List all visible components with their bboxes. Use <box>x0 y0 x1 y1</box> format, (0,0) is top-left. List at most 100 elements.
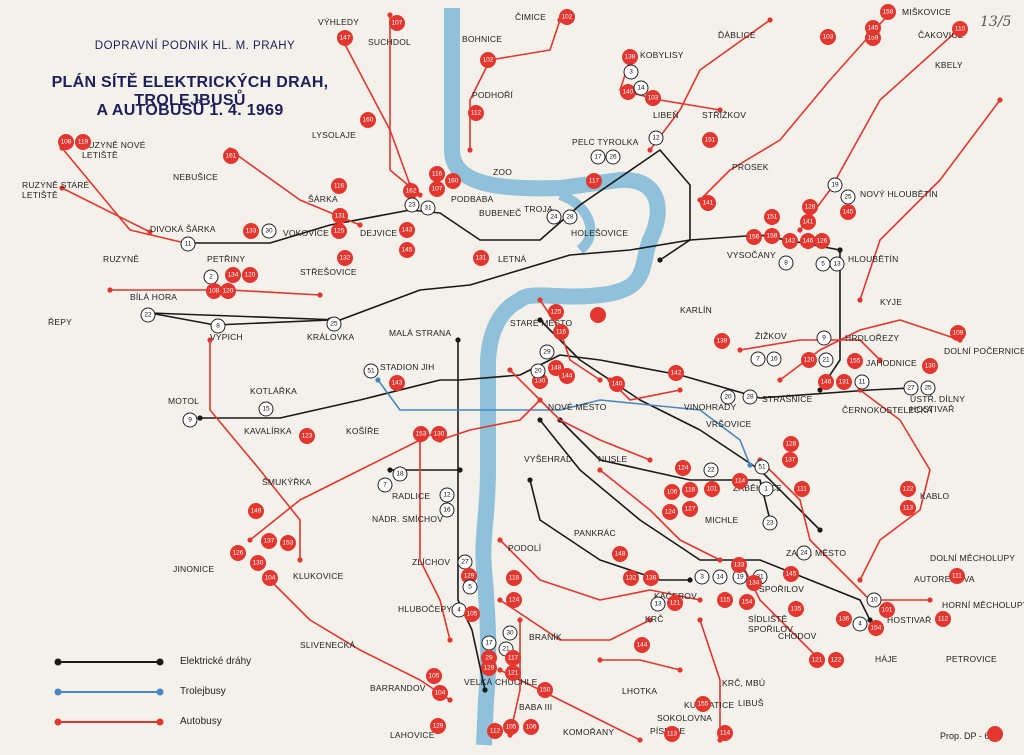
svg-text:154: 154 <box>871 625 882 632</box>
bus-line-badge: 106 <box>664 484 680 500</box>
tram-line <box>185 149 691 261</box>
place-label: NEBUŠICE <box>173 172 218 182</box>
svg-text:149: 149 <box>251 508 262 515</box>
svg-text:3: 3 <box>629 69 633 76</box>
svg-text:140: 140 <box>623 89 634 96</box>
svg-text:22: 22 <box>707 467 715 474</box>
bus-line-badge: 114 <box>732 473 748 489</box>
bus-line-badge: 114 <box>717 725 733 741</box>
svg-text:9: 9 <box>188 417 192 424</box>
tram-line-badge: 15 <box>258 401 274 417</box>
svg-text:25: 25 <box>330 321 338 328</box>
place-label: ZÁBĚHLICE <box>733 483 782 493</box>
bus-line-badge: 143 <box>399 222 415 238</box>
svg-text:124: 124 <box>665 509 676 516</box>
tram-line-badge: 4 <box>451 602 467 618</box>
bus-line-badge: 145 <box>840 204 856 220</box>
svg-text:144: 144 <box>562 373 573 380</box>
bus-line-badge: 128 <box>783 436 799 452</box>
place-label: STRAŠNICE <box>762 394 813 404</box>
place-label: SPOŘILOV <box>759 584 804 594</box>
tram-line-badge: 31 <box>420 200 436 216</box>
bus-line-badge: 119 <box>75 134 91 150</box>
place-label: DOLNÍ POČERNICE <box>944 346 1024 356</box>
bus-line-badge: 105 <box>503 719 519 735</box>
bus-line-badge: 144 <box>634 637 650 653</box>
bus-line-badge: 103 <box>645 90 661 106</box>
bus-line-badge: 120 <box>220 283 236 299</box>
svg-text:145: 145 <box>786 571 797 578</box>
legend <box>54 658 164 726</box>
bus-line-badge: 120 <box>801 352 817 368</box>
map-date-title: A AUTOBUSŮ 1. 4. 1969 <box>96 102 284 119</box>
bus-line-badge: 107 <box>429 181 445 197</box>
place-label: PODOLÍ <box>508 543 542 553</box>
tram-line-badge: 30 <box>502 625 518 641</box>
tram-line-badge: 28 <box>742 389 758 405</box>
tram-line-badge: 11 <box>854 374 870 390</box>
place-label: VRŠOVICE <box>706 419 752 429</box>
place-label: NOVÉ MĚSTO <box>548 402 607 412</box>
bus-line-badge: 122 <box>900 481 916 497</box>
tram-line-badge: 22 <box>703 462 719 478</box>
tram-line-badge: 3 <box>694 569 710 585</box>
bus-line-badge: 158 <box>880 4 896 20</box>
bus-line-badge: 137 <box>261 533 277 549</box>
svg-text:28: 28 <box>746 394 754 401</box>
svg-text:20: 20 <box>724 394 732 401</box>
svg-text:131: 131 <box>476 255 487 262</box>
trolleybus-line <box>377 379 751 466</box>
bus-line-badge: 128 <box>802 199 818 215</box>
svg-text:146: 146 <box>821 379 832 386</box>
bus-line-badge: 103 <box>820 29 836 45</box>
place-label: ĎÁBLICE <box>718 30 756 40</box>
svg-text:103: 103 <box>648 95 659 102</box>
bus-line-badge: 105 <box>426 668 442 684</box>
svg-text:14: 14 <box>716 574 724 581</box>
bus-line-badge: 155 <box>847 353 863 369</box>
bus-line-badge: 160 <box>445 173 461 189</box>
tram-line-badge: 7 <box>750 351 766 367</box>
svg-text:30: 30 <box>265 228 273 235</box>
svg-text:21: 21 <box>822 357 830 364</box>
bus-line-badge: 124 <box>675 460 691 476</box>
place-label: PELC TYROLKA <box>572 137 639 147</box>
place-label: KRČ <box>645 614 664 624</box>
svg-text:133: 133 <box>734 562 745 569</box>
tram-line-badge: 25 <box>840 189 856 205</box>
svg-text:106: 106 <box>667 489 678 496</box>
bus-line-badge: 121 <box>809 652 825 668</box>
place-label: DOLNÍ MĚCHOLUPY <box>930 553 1015 563</box>
place-label: PROSEK <box>732 162 769 172</box>
bus-line-badge: 146 <box>800 233 816 249</box>
bus-line-badge: 102 <box>559 9 575 25</box>
svg-text:29: 29 <box>543 349 551 356</box>
svg-text:13: 13 <box>833 261 841 268</box>
svg-text:9: 9 <box>822 335 826 342</box>
svg-text:110: 110 <box>955 26 966 33</box>
bus-line-badge: 133 <box>243 223 259 239</box>
bus-line-badge: 162 <box>403 183 419 199</box>
bus-line-badge: 108 <box>206 283 222 299</box>
svg-text:146: 146 <box>803 238 814 245</box>
place-label: VELKÁ CHUCHLE <box>464 677 538 687</box>
place-label: NOVÝ HLOUBĚTÍN <box>860 189 938 199</box>
place-label: BÍLÁ HORA <box>130 292 177 302</box>
svg-text:136: 136 <box>839 616 850 623</box>
footnote: Prop. DP - 68 <box>940 731 995 741</box>
bus-line <box>269 579 451 701</box>
place-label: LETNÁ <box>498 254 527 264</box>
place-label: CHODOV <box>778 631 817 641</box>
bus-line-badge: 121 <box>505 665 521 681</box>
svg-text:119: 119 <box>78 139 89 146</box>
place-label: PETŘINY <box>207 254 245 264</box>
svg-text:11: 11 <box>859 379 866 386</box>
bus-line-badge: 149 <box>248 503 264 519</box>
svg-text:19: 19 <box>736 574 744 581</box>
svg-text:136: 136 <box>646 575 657 582</box>
place-label: LYSOLAJE <box>312 130 356 140</box>
svg-text:105: 105 <box>467 611 478 618</box>
bus-line-badge: 105 <box>464 606 480 622</box>
bus-line-badge: 124 <box>506 592 522 608</box>
place-label: LAHOVICE <box>390 730 435 740</box>
